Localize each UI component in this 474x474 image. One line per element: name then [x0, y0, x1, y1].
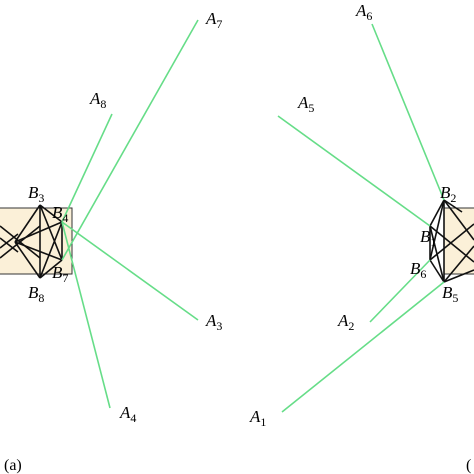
- ray-a6: [371, 23, 445, 201]
- panel-a: A7 A8 A3 A4 B3 B4 B7 B8 (a): [0, 9, 222, 474]
- ray-a5: [277, 115, 431, 227]
- rays-a: [61, 19, 199, 409]
- band-a: [0, 207, 73, 275]
- label-b2: B2: [440, 183, 456, 205]
- label-a6: A6: [355, 1, 372, 23]
- label-a3: A3: [205, 311, 222, 333]
- label-a8: A8: [89, 89, 106, 111]
- cell-a-edges: [14, 204, 63, 279]
- label-a5: A5: [297, 93, 314, 115]
- label-a1: A1: [249, 407, 266, 429]
- label-b6: B6: [410, 259, 426, 281]
- label-b5: B5: [442, 283, 458, 305]
- band-a-crossings: [0, 225, 41, 259]
- ray-a4: [61, 221, 111, 409]
- label-a2: A2: [337, 311, 354, 333]
- label-b7: B7: [52, 263, 68, 285]
- ray-a3: [61, 221, 199, 321]
- ray-a8: [61, 113, 113, 223]
- panel-b-tag: (: [466, 457, 471, 474]
- panel-b: A6 A5 A2 A1 B2 B1 B6 B5 (: [249, 1, 474, 474]
- ray-a1: [281, 281, 445, 413]
- label-a7: A7: [205, 9, 222, 31]
- cell-b-edges: [429, 199, 474, 283]
- label-b4: B4: [52, 203, 68, 225]
- ray-a7: [61, 19, 199, 261]
- ray-a2: [369, 259, 431, 323]
- panel-a-tag: (a): [4, 457, 22, 474]
- label-b1: B1: [420, 227, 436, 249]
- label-a4: A4: [119, 403, 136, 425]
- label-b3: B3: [28, 183, 44, 205]
- rays-b: [277, 23, 445, 413]
- label-b8: B8: [28, 283, 44, 305]
